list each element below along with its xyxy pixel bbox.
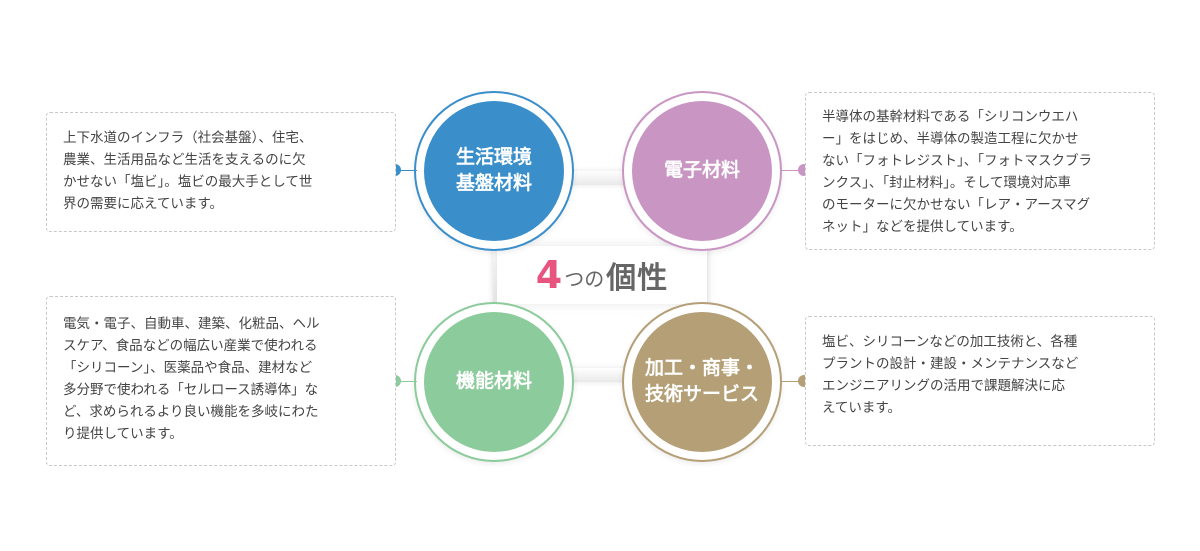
description-line: 界の需要に応えています。 [63,196,223,212]
description-line: ー」をはじめ、半導体の製造工程に欠かせ [822,131,1079,147]
circle-living-environment: 生活環境 基盤材料 [414,91,574,251]
circle-electronic-materials-fill: 電子材料 [632,101,772,241]
description-line: ンクス」、「封止材料」。そして環境対応車 [822,175,1071,191]
connector-line-electronic [780,170,806,171]
connector-bar-bottom [560,368,640,382]
circle-processing-trading: 加工・商事・ 技術サービス [622,302,782,462]
description-line: 「シリコーン」、医薬品や食品、建材など [63,360,313,376]
description-line: ネット」などを提供しています。 [822,219,1023,235]
description-line: エンジニアリングの活用で課題解決に応 [822,378,1065,394]
circle-electronic-materials-label: 電子材料 [663,159,740,182]
connector-line-processing [780,381,806,382]
center-title-particle: つの [564,266,605,291]
description-functional-materials: 電気・電子、自動車、建築、化粧品、ヘル スケア、食品などの幅広い産業で使われる … [46,296,396,466]
description-line: かせない「塩ビ」。塩ビの最大手として世 [63,174,313,190]
description-line: 多分野で使われる「セルロース誘導体」な [63,382,319,398]
center-title-word: 個性 [606,261,669,296]
center-title: 4 つの 個性 [497,246,707,304]
connector-line-living [395,170,417,171]
circle-processing-trading-label-1: 加工・商事・ [644,357,759,380]
description-living-environment: 上下水道のインフラ（社会基盤）、住宅、 農業、生活用品など生活を支えるのに欠 か… [46,112,396,232]
circle-functional-materials-fill: 機能材料 [424,312,564,452]
circle-functional-materials-label: 機能材料 [455,370,532,393]
description-line: 電気・電子、自動車、建築、化粧品、ヘル [63,316,320,332]
description-line: のモーターに欠かせない「レア・アースマグ [822,197,1091,213]
description-line: プラントの設計・建設・メンテナンスなど [822,356,1079,372]
circle-living-environment-label-1: 生活環境 [455,146,532,169]
connector-bar-top [560,171,640,185]
description-line: ど、求められるより良い機能を多岐にわた [63,404,319,420]
description-line: り提供しています。 [63,426,183,442]
description-line: 半導体の基幹材料である「シリコンウエハ [822,109,1079,125]
description-line: スケア、食品などの幅広い産業で使われる [63,338,318,354]
circle-processing-trading-fill: 加工・商事・ 技術サービス [632,312,772,452]
circle-living-environment-fill: 生活環境 基盤材料 [424,101,564,241]
circle-electronic-materials: 電子材料 [622,91,782,251]
description-line: 塩ビ、シリコーンなどの加工技術と、各種 [822,334,1078,350]
connector-line-functional [395,381,417,382]
description-line: 上下水道のインフラ（社会基盤）、住宅、 [63,130,313,146]
circle-functional-materials: 機能材料 [414,302,574,462]
description-line: えています。 [822,400,901,416]
description-line: 農業、生活用品など生活を支えるのに欠 [63,152,306,168]
center-title-number: 4 [535,253,563,297]
description-processing-trading: 塩ビ、シリコーンなどの加工技術と、各種 プラントの設計・建設・メンテナンスなど … [805,316,1155,446]
description-line: ない「フォトレジスト」、「フォトマスクブラ [822,153,1092,169]
circle-living-environment-label-2: 基盤材料 [455,172,532,194]
circle-processing-trading-label-2: 技術サービス [644,383,759,405]
description-electronic-materials: 半導体の基幹材料である「シリコンウエハ ー」をはじめ、半導体の製造工程に欠かせ … [805,92,1155,250]
